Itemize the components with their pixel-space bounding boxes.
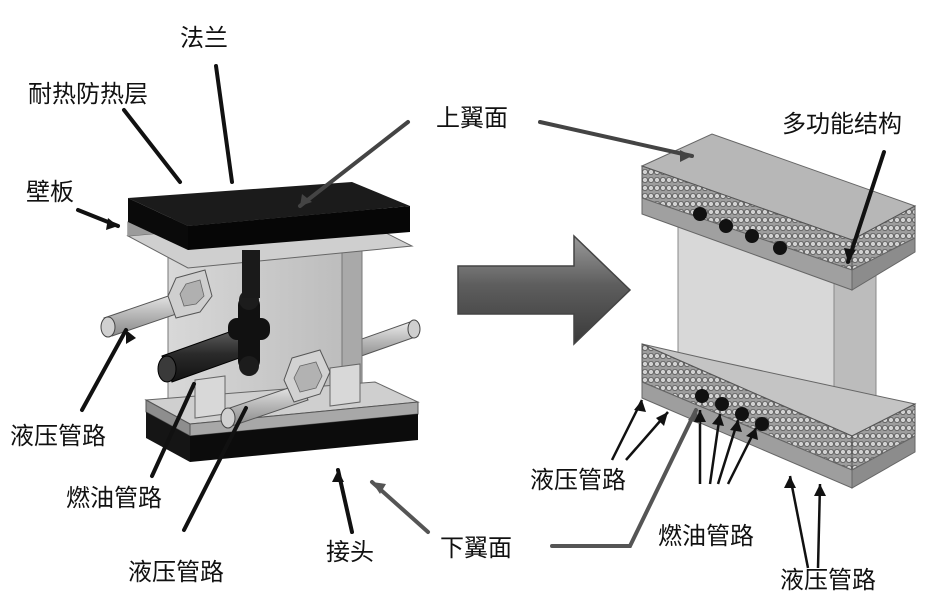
label-hydraulic-bottom-left: 液压管路 [128, 558, 224, 586]
multifunction-wing-structure [640, 133, 917, 489]
label-fuel-right: 燃油管路 [658, 522, 754, 550]
leader-hydraulic-left [80, 328, 128, 412]
leader-hydraulic-bottom-left [182, 406, 248, 532]
label-hydraulic-left: 液压管路 [10, 422, 106, 450]
label-fuel-left: 燃油管路 [66, 484, 162, 512]
leader-lower-wing-right [550, 408, 698, 548]
leader-arrowheads [106, 150, 856, 496]
conventional-joint-assembly [100, 182, 421, 462]
label-lower-wing-surface: 下翼面 [440, 534, 512, 562]
label-upper-wing-surface: 上翼面 [436, 104, 508, 132]
leader-upper-wing-left [298, 120, 410, 208]
upper-flange-assembly [126, 182, 414, 298]
label-multifunction-structure: 多功能结构 [782, 110, 902, 138]
label-wall-panel: 壁板 [26, 178, 74, 206]
leader-multifunction [846, 150, 886, 264]
fuel-pipe [157, 290, 270, 383]
leader-upper-wing-right [538, 120, 694, 158]
bottom-hydraulic-pipe [220, 349, 331, 429]
label-hydraulic-right-mid: 液压管路 [530, 466, 626, 494]
label-flange: 法兰 [180, 24, 228, 52]
label-heat-layer: 耐热防热层 [28, 80, 148, 108]
label-hydraulic-right-bottom: 液压管路 [780, 566, 876, 594]
transformation-arrow [457, 234, 632, 346]
leader-heat-layer [122, 108, 182, 184]
left-hydraulic-pipe [100, 269, 213, 338]
leader-fuel-left [150, 382, 196, 478]
label-joint: 接头 [326, 538, 374, 566]
leader-flange [214, 64, 234, 184]
